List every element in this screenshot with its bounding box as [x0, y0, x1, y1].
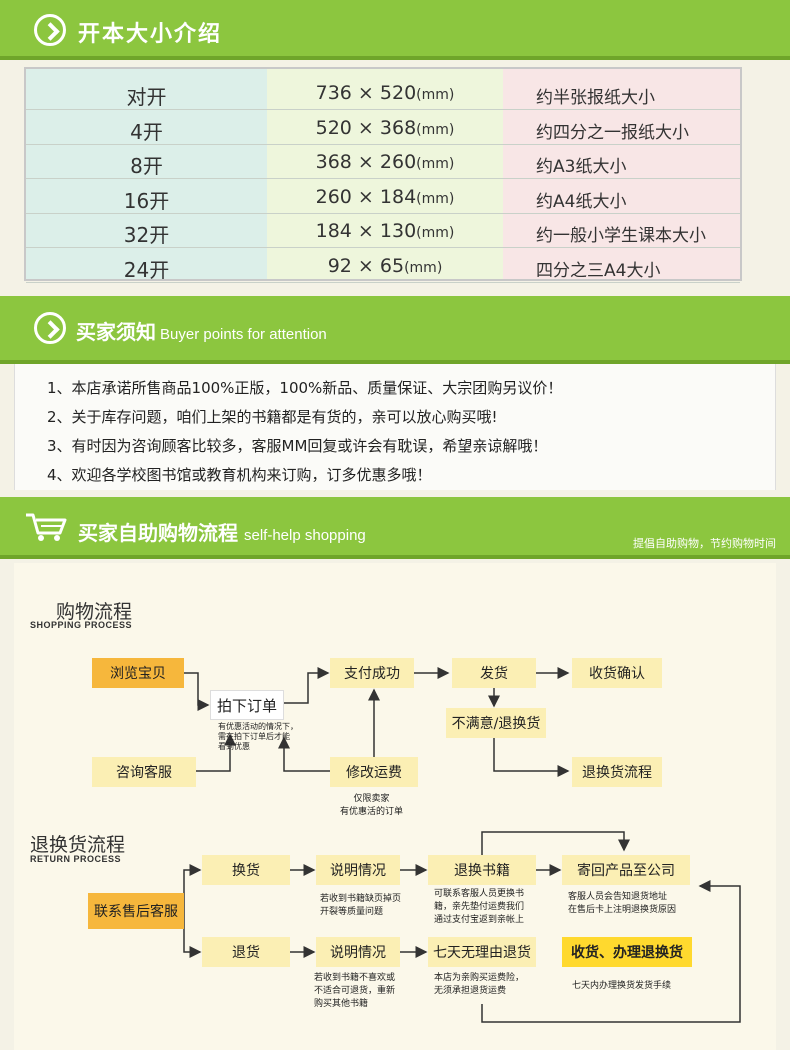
seven-day-return-step: 七天无理由退货 — [428, 937, 536, 967]
notice-list: 1、本店承诺所售商品100%正版，100%新品、质量保证、大宗团购另议价！ 2、关… — [47, 374, 562, 490]
return-process-title: 退换货流程 — [30, 834, 126, 856]
size-intro-banner: 开本大小介绍 — [0, 0, 790, 60]
size-dimension: 736 × 520(mm) — [315, 82, 455, 104]
exchange-step: 换货 — [202, 855, 290, 885]
size-name-column — [26, 69, 267, 279]
browse-items-step: 浏览宝贝 — [92, 658, 184, 688]
size-description: 约A3纸大小 — [536, 157, 627, 177]
size-dimension-column — [267, 69, 503, 279]
size-description-column — [503, 69, 740, 279]
shipping-step: 发货 — [452, 658, 536, 688]
notice-item: 2、关于库存问题，咱们上架的书籍都是有货的，亲可以放心购买哦! — [47, 408, 498, 426]
notice-item: 4、欢迎各学校图书馆或教育机构来订购，订多优惠多哦！ — [47, 466, 432, 484]
swap-books-note: 可联系客服人员更换书籍，亲先垫付运费我们通过支付宝返到亲帐上 — [434, 889, 525, 925]
contact-aftersales-step: 联系售后客服 — [88, 893, 184, 929]
size-row: 32开 184 × 130(mm) 约一般小学生课本大小 — [26, 213, 740, 248]
size-name: 4开 — [130, 119, 163, 144]
size-row: 4开 520 × 368(mm) 约四分之一报纸大小 — [26, 110, 740, 145]
finish-return-step: 收货、办理退换货 — [562, 937, 692, 967]
size-name: 32开 — [123, 223, 170, 247]
size-description: 四分之三A4大小 — [536, 260, 661, 281]
self-help-subtitle: 提倡自助购物，节约购物时间 — [633, 537, 776, 550]
size-description: 约一般小学生课本大小 — [536, 226, 706, 246]
return-flow-step: 退换货流程 — [572, 757, 662, 787]
arrow-right-icon — [34, 14, 66, 46]
send-back-step: 寄回产品至公司 — [562, 855, 690, 885]
size-description: 约A4纸大小 — [536, 191, 627, 212]
refund-step: 退货 — [202, 937, 290, 967]
size-row: 24开 92 × 65(mm) 四分之三A4大小 — [26, 248, 740, 283]
consult-service-step: 咨询客服 — [92, 757, 196, 787]
explain-situation-note-1: 若收到书籍缺页掉页开裂等质量问题 — [320, 894, 402, 917]
size-dimension: 368 × 260(mm) — [315, 151, 455, 173]
modify-shipping-note: 仅限卖家有优惠活的订单 — [340, 794, 404, 817]
place-order-step: 拍下订单 — [210, 690, 284, 720]
payment-success-step: 支付成功 — [330, 658, 414, 688]
size-table: 对开 736 × 520(mm) 约半张报纸大小 4开 520 × 368(mm) 约四分… — [24, 67, 742, 283]
shopping-cart-icon — [26, 513, 67, 541]
size-dimension: 92 × 65(mm) — [327, 254, 443, 277]
place-order-note: 有优惠活动的情况下，需在拍下订单后才能看到优惠 — [218, 722, 298, 751]
explain-situation-step-2: 说明情况 — [316, 937, 400, 967]
finish-return-note: 七天内办理换货发货手续 — [572, 981, 672, 991]
explain-situation-note-2: 若收到书籍不喜欢或不适合可退货，重新购买其他书籍 — [314, 973, 396, 1009]
size-name: 8开 — [130, 154, 163, 178]
size-name: 24开 — [123, 257, 170, 282]
unsatisfied-return-step: 不满意/退换货 — [446, 708, 546, 738]
shopping-process-title: 购物流程 — [56, 601, 133, 623]
confirm-receipt-step: 收货确认 — [572, 658, 662, 688]
swap-books-step: 退换书籍 — [428, 855, 536, 885]
size-row: 16开 260 × 184(mm) 约A4纸大小 — [26, 179, 740, 214]
modify-shipping-step: 修改运费 — [330, 757, 418, 787]
shopping-process-subtitle: SHOPPING PROCESS — [30, 620, 133, 630]
size-row: 8开 368 × 260(mm) 约A3纸大小 — [26, 144, 740, 179]
size-description: 约半张报纸大小 — [536, 88, 655, 108]
size-row: 对开 736 × 520(mm) 约半张报纸大小 — [26, 75, 740, 110]
size-dimension: 184 × 130(mm) — [315, 220, 455, 242]
notice-item: 3、有时因为咨询顾客比较多，客服MM回复或许会有耽误，希望亲谅解哦！ — [47, 437, 548, 455]
arrow-right-icon — [34, 312, 66, 344]
notice-item: 1、本店承诺所售商品100%正版，100%新品、质量保证、大宗团购另议价！ — [47, 379, 563, 397]
size-dimension: 260 × 184(mm) — [315, 185, 455, 208]
size-name: 16开 — [123, 188, 170, 213]
size-dimension: 520 × 368(mm) — [315, 116, 455, 139]
send-back-note: 客服人员会告知退货地址在售后卡上注明退换货原因 — [568, 892, 677, 915]
return-process-subtitle: RETURN PROCESS — [30, 854, 122, 864]
size-intro-title: 开本大小介绍 — [78, 22, 223, 47]
explain-situation-step-1: 说明情况 — [316, 855, 400, 885]
size-name: 对开 — [126, 85, 167, 109]
size-description: 约四分之一报纸大小 — [536, 122, 689, 143]
seven-day-return-note: 本店为亲购买运费险，无须承担退货运费 — [434, 973, 525, 996]
buyer-notice-panel: 1、本店承诺所售商品100%正版，100%新品、质量保证、大宗团购另议价！ 2、关… — [14, 364, 776, 490]
